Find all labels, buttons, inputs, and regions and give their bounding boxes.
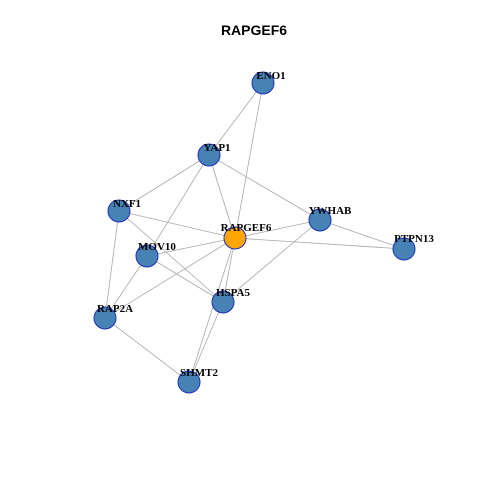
node-yap1 bbox=[197, 143, 221, 167]
node-layer bbox=[93, 71, 416, 394]
node-rap2a bbox=[93, 306, 117, 330]
edge-nxf1-rap2a bbox=[104, 210, 120, 319]
edge-yap1-ywhab bbox=[208, 154, 321, 221]
edge-mov10-hspa5 bbox=[146, 255, 224, 303]
node-rapgef6 bbox=[223, 226, 247, 250]
node-ywhab bbox=[308, 208, 332, 232]
node-label-nxf1: NXF1 bbox=[113, 198, 141, 210]
edge-nxf1-rapgef6 bbox=[118, 210, 236, 239]
edge-eno1-rapgef6 bbox=[234, 82, 264, 239]
edge-rap2a-shmt2 bbox=[104, 317, 190, 383]
edge-hspa5-shmt2 bbox=[188, 301, 224, 383]
edge-layer bbox=[104, 82, 405, 383]
node-label-rapgef6: RAPGEF6 bbox=[221, 222, 272, 234]
node-eno1 bbox=[251, 71, 275, 95]
edge-yap1-mov10 bbox=[146, 154, 210, 257]
node-mov10 bbox=[135, 244, 159, 268]
edge-ywhab-rapgef6 bbox=[234, 219, 321, 239]
edge-mov10-rap2a bbox=[104, 255, 148, 319]
edge-ywhab-ptpn13 bbox=[319, 219, 405, 250]
node-shmt2 bbox=[177, 370, 201, 394]
graph-title: RAPGEF6 bbox=[221, 22, 287, 38]
node-nxf1 bbox=[107, 199, 131, 223]
edge-eno1-yap1 bbox=[208, 82, 264, 156]
edge-yap1-rapgef6 bbox=[208, 154, 236, 239]
node-label-hspa5: HSPA5 bbox=[216, 287, 251, 299]
node-label-ywhab: YWHAB bbox=[309, 205, 352, 217]
node-label-shmt2: SHMT2 bbox=[180, 367, 218, 379]
node-label-rap2a: RAP2A bbox=[97, 303, 133, 315]
edge-rapgef6-ptpn13 bbox=[234, 237, 405, 250]
node-hspa5 bbox=[211, 290, 235, 314]
edge-ywhab-hspa5 bbox=[222, 219, 321, 303]
node-label-eno1: ENO1 bbox=[256, 70, 285, 82]
edge-rapgef6-shmt2 bbox=[188, 237, 236, 383]
node-label-yap1: YAP1 bbox=[203, 142, 230, 154]
edge-rapgef6-rap2a bbox=[104, 237, 236, 319]
node-ptpn13 bbox=[392, 237, 416, 261]
node-label-mov10: MOV10 bbox=[138, 241, 176, 253]
edge-rapgef6-mov10 bbox=[146, 237, 236, 257]
edge-nxf1-hspa5 bbox=[118, 210, 224, 303]
node-label-ptpn13: PTPN13 bbox=[394, 233, 434, 245]
edge-yap1-nxf1 bbox=[118, 154, 210, 212]
